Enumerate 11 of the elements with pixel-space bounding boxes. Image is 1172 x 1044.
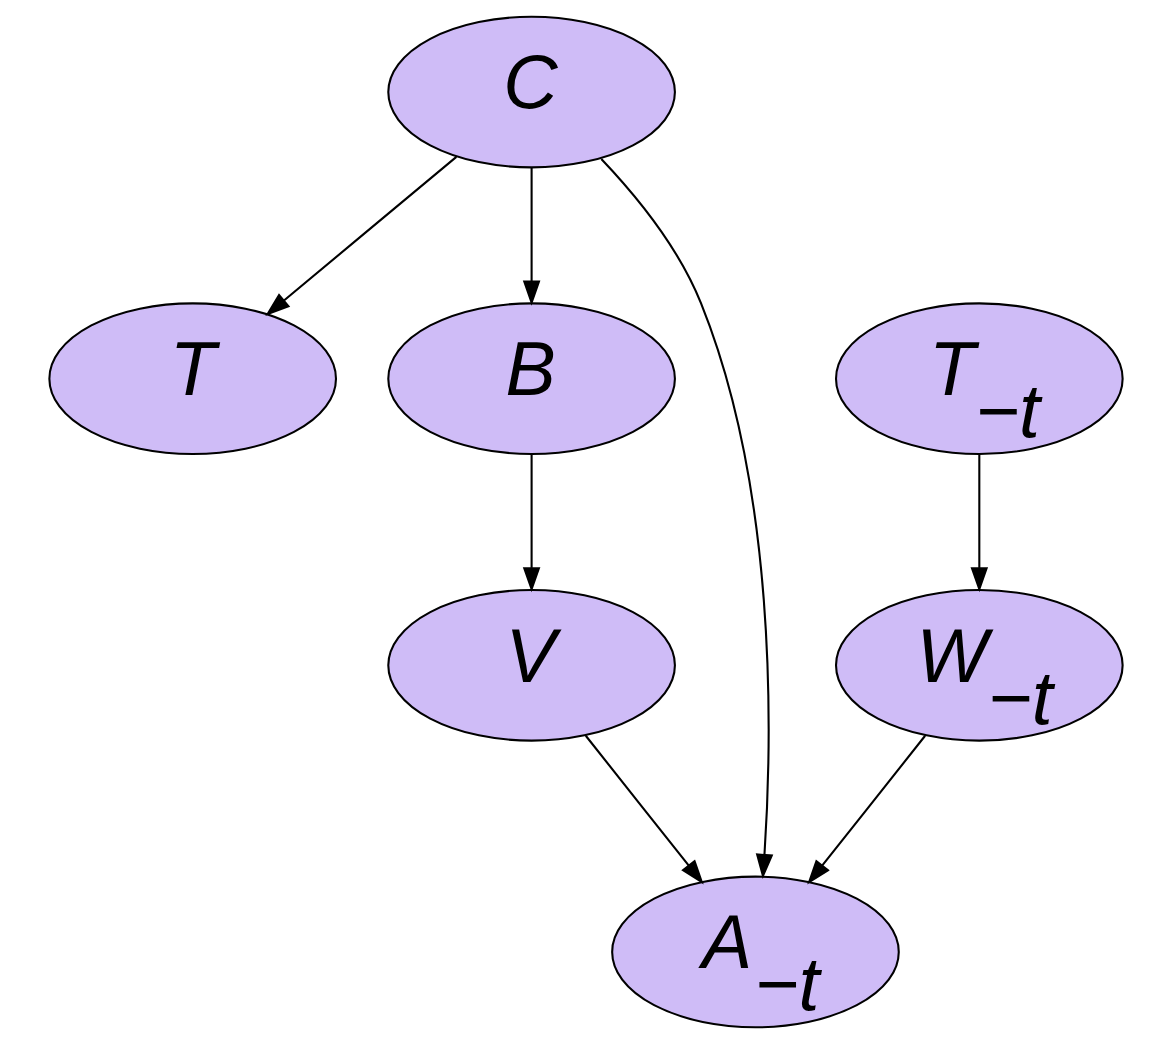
arrow xyxy=(265,156,458,317)
arrow xyxy=(584,735,704,885)
node-ellipse: V xyxy=(387,588,676,742)
node-ellipse: T xyxy=(48,302,338,456)
arrow xyxy=(600,158,774,879)
arrow xyxy=(970,454,989,593)
arrow xyxy=(522,454,541,593)
arrow xyxy=(807,735,926,885)
node-ellipse: C xyxy=(387,15,676,169)
node-ellipse: B xyxy=(387,302,676,456)
arrow xyxy=(522,167,541,306)
